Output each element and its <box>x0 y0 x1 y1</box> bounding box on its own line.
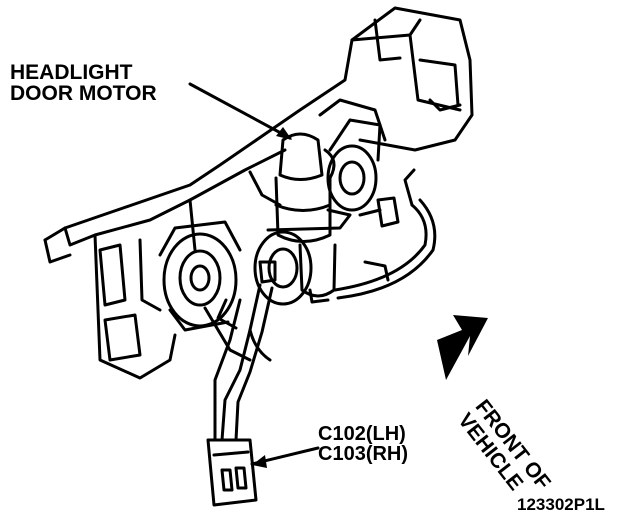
motor-leader-line <box>188 82 292 140</box>
motor-label-line-2: DOOR MOTOR <box>10 82 157 105</box>
front-direction-arrow <box>437 315 488 380</box>
right-headlamp-mount <box>326 118 382 212</box>
figure-id-label: 123302P1L <box>517 495 605 514</box>
motor-label: HEADLIGHT DOOR MOTOR <box>10 62 157 104</box>
connector-label: C102(LH) C103(RH) <box>318 424 408 464</box>
wiring-harness <box>203 168 437 442</box>
motor-label-line-1: HEADLIGHT <box>10 61 133 84</box>
connector-label-line-2: C103(RH) <box>318 443 409 465</box>
motor-leader-arrowhead <box>276 127 292 140</box>
center-headlamp-mount <box>253 230 313 306</box>
connector-leader-arrowhead <box>252 455 267 468</box>
connector-label-line-1: C102(LH) <box>318 423 406 445</box>
left-headlamp-mount <box>158 220 242 332</box>
electrical-connector <box>206 438 258 507</box>
